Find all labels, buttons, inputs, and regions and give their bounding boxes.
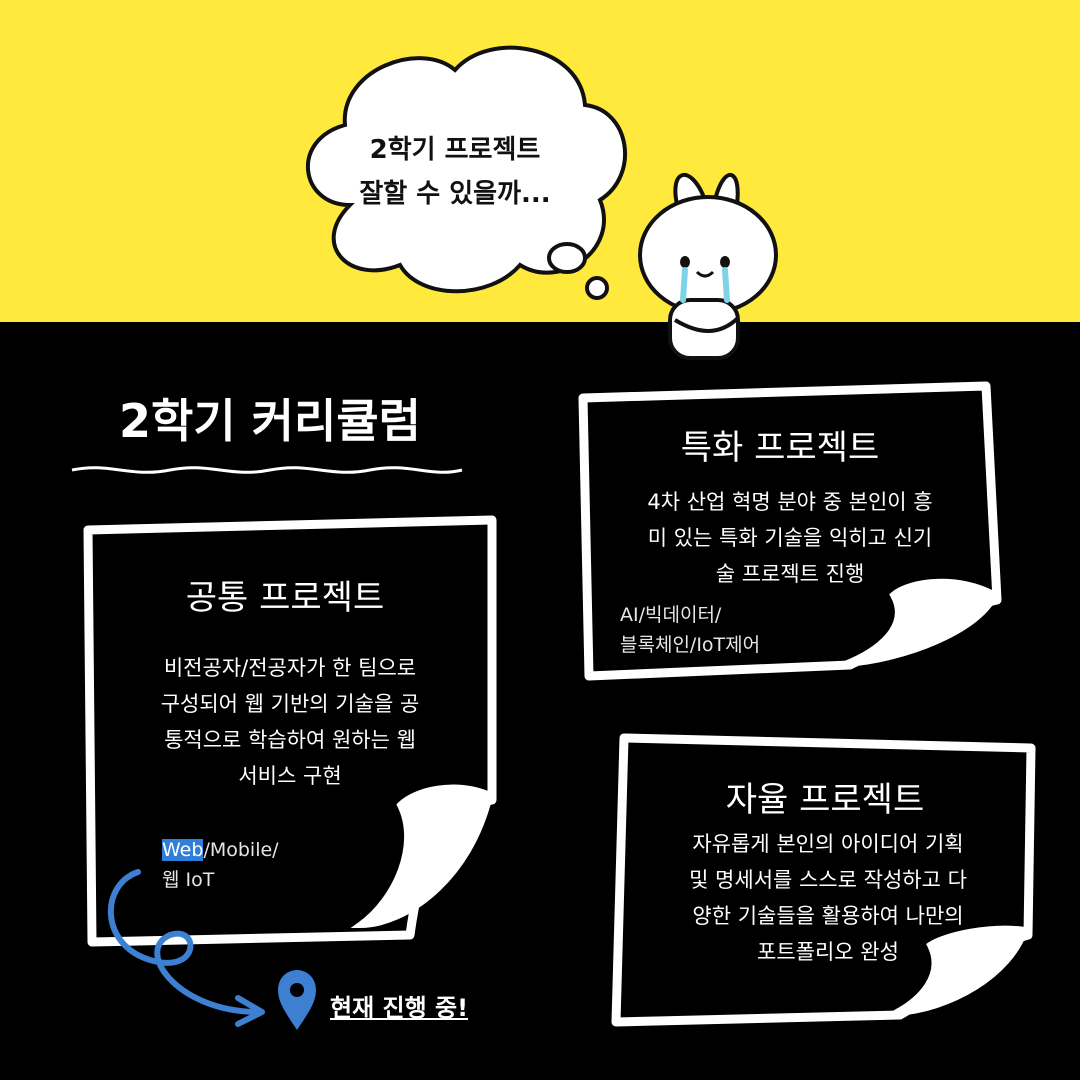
- progress-arrow-icon: [107, 869, 265, 1027]
- tag-line-2: 웹 IoT: [162, 869, 215, 891]
- note-body-line: 포트폴리오 완성: [757, 940, 899, 964]
- thought-bubble-text: 2학기 프로젝트 잘할 수 있을까...: [340, 128, 570, 216]
- note-body-autonomy: 자유롭게 본인의 아이디어 기획 및 명세서를 스스로 작성하고 다 양한 기술…: [638, 826, 1018, 970]
- tag-line-1-rest: /Mobile/: [203, 839, 279, 861]
- note-card-autonomy-frame: [611, 733, 1036, 1027]
- note-card-special-frame: [578, 381, 1002, 681]
- note-body-line: 서비스 구현: [238, 764, 342, 788]
- note-tags-special: AI/빅데이터/ 블록체인/IoT제어: [620, 600, 760, 660]
- note-body-line: 4차 산업 혁명 분야 중 본인이 흥: [647, 490, 933, 514]
- tag-highlight-web: Web: [162, 839, 204, 861]
- note-body-special: 4차 산업 혁명 분야 중 본인이 흥 미 있는 특화 기술을 익히고 신기 술…: [600, 484, 980, 592]
- note-title-common: 공통 프로젝트: [185, 578, 385, 618]
- note-tags-common: Web/Mobile/ 웹 IoT: [162, 835, 279, 895]
- note-body-common: 비전공자/전공자가 한 팀으로 구성되어 웹 기반의 기술을 공 통적으로 학습…: [100, 650, 480, 794]
- note-body-line: 비전공자/전공자가 한 팀으로: [163, 656, 417, 680]
- note-body-line: 구성되어 웹 기반의 기술을 공: [160, 692, 420, 716]
- note-body-line: 통적으로 학습하여 원하는 웹: [164, 728, 416, 752]
- status-in-progress-label: 현재 진행 중!: [330, 994, 469, 1022]
- note-title-special: 특화 프로젝트: [680, 428, 880, 468]
- location-pin-icon: [278, 970, 316, 1030]
- note-title-autonomy: 자율 프로젝트: [725, 780, 925, 820]
- thought-cloud: [306, 45, 627, 300]
- tag-line-1: AI/빅데이터/: [620, 604, 722, 626]
- note-body-line: 및 명세서를 스스로 작성하고 다: [689, 868, 967, 892]
- note-body-line: 술 프로젝트 진행: [715, 562, 865, 586]
- note-body-line: 양한 기술들을 활용하여 나만의: [692, 904, 964, 928]
- note-card-common-frame: [83, 515, 497, 947]
- crying-bunny-icon: [638, 173, 778, 360]
- thought-line-1: 2학기 프로젝트: [369, 135, 541, 165]
- tag-line-2: 블록체인/IoT제어: [620, 634, 761, 656]
- title-underline: [71, 466, 463, 474]
- note-body-line: 자유롭게 본인의 아이디어 기획: [692, 832, 964, 856]
- thought-line-2: 잘할 수 있을까...: [359, 179, 551, 209]
- section-title: 2학기 커리큘럼: [119, 394, 421, 448]
- note-body-line: 미 있는 특화 기술을 익히고 신기: [647, 526, 933, 550]
